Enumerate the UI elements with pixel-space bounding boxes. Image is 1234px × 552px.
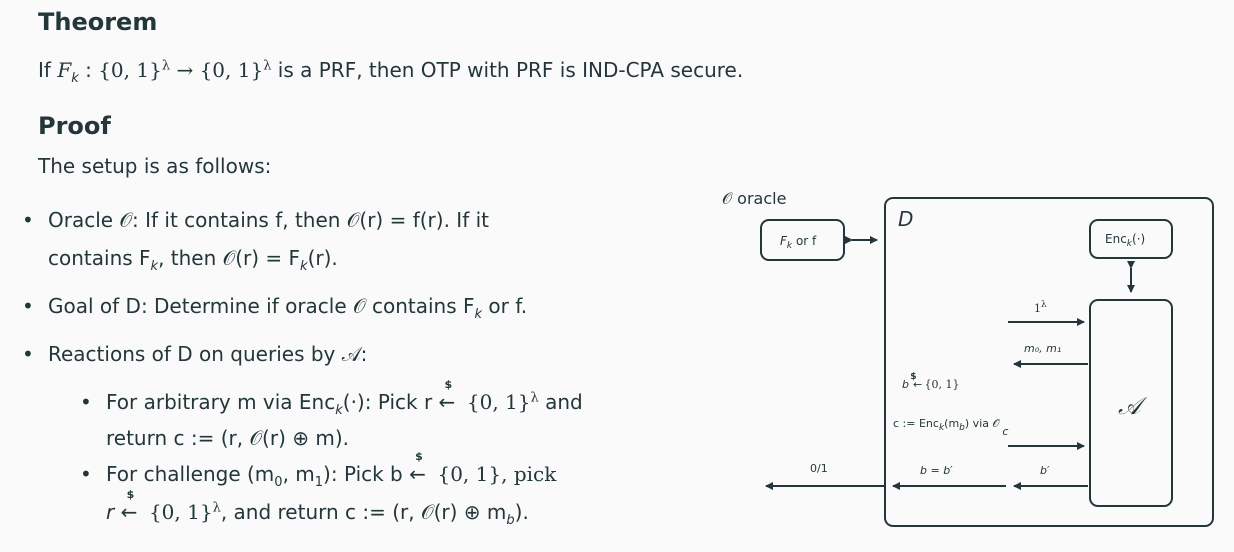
pick-b-label: b←${0, 1} bbox=[902, 372, 959, 391]
proof-heading: Proof bbox=[38, 112, 111, 140]
theorem-statement: If Fk : {0, 1}λ → {0, 1}λ is a PRF, then… bbox=[38, 58, 744, 86]
subbullet-arbitrary: For arbitrary m via Enck(·): Pick r $← {… bbox=[106, 378, 583, 418]
adversary-label: 𝒜 bbox=[1118, 392, 1148, 420]
bullet-marker: • bbox=[22, 208, 34, 232]
bullet-oracle: Oracle 𝒪: If it contains f, then 𝒪(r) = … bbox=[48, 208, 489, 232]
security-param-label: 1λ bbox=[1034, 300, 1047, 315]
enc-box-label: Enck(·) bbox=[1105, 232, 1145, 249]
theorem-heading: Theorem bbox=[38, 8, 158, 36]
oracle-box bbox=[760, 219, 845, 261]
subbullet-marker: • bbox=[80, 462, 92, 486]
messages-label: m₀, m₁ bbox=[1024, 342, 1061, 355]
oracle-label: 𝒪 oracle bbox=[722, 189, 786, 208]
guess-label: b′ bbox=[1040, 464, 1050, 477]
proof-intro: The setup is as follows: bbox=[38, 154, 272, 178]
compare-label: b = b′ bbox=[920, 464, 953, 477]
bullet-marker: • bbox=[22, 294, 34, 318]
subbullet-challenge-cont: r $← {0, 1}λ, and return c := (r, 𝒪(r) ⊕… bbox=[106, 488, 529, 528]
distinguisher-box bbox=[884, 197, 1214, 527]
bullet-goal: Goal of D: Determine if oracle 𝒪 contain… bbox=[48, 294, 528, 322]
bullet-reactions: Reactions of D on queries by 𝒜: bbox=[48, 342, 368, 366]
bullet-oracle-cont: contains Fk, then 𝒪(r) = Fk(r). bbox=[48, 246, 338, 274]
output-label: 0/1 bbox=[810, 462, 828, 475]
oracle-box-label: Fk or f bbox=[780, 234, 817, 251]
enc-box bbox=[1089, 219, 1173, 259]
subbullet-marker: • bbox=[80, 390, 92, 414]
subbullet-challenge: For challenge (m0, m1): Pick b $← {0, 1}… bbox=[106, 450, 557, 490]
distinguisher-label: D bbox=[898, 207, 913, 231]
adversary-box bbox=[1089, 299, 1173, 507]
subbullet-arbitrary-cont: return c := (r, 𝒪(r) ⊕ m). bbox=[106, 426, 350, 450]
bullet-marker: • bbox=[22, 342, 34, 366]
cipher-label: c := Enck(mb) via 𝒪c bbox=[893, 417, 1008, 438]
